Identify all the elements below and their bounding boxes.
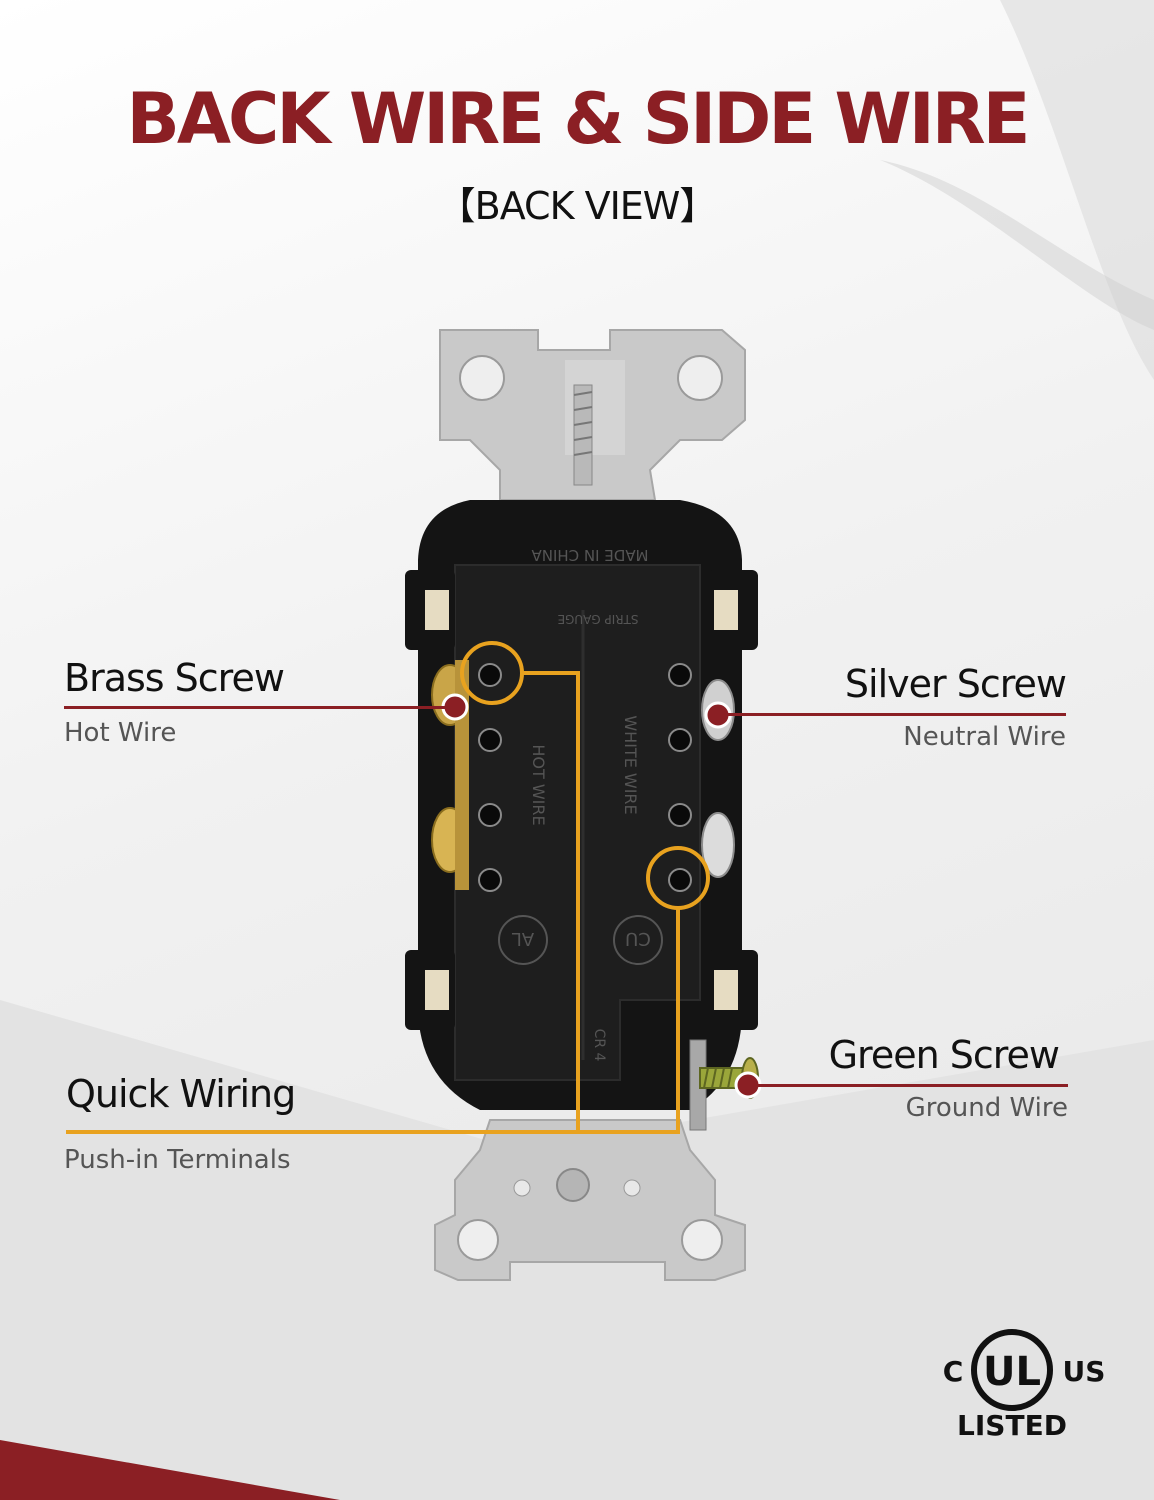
ground-wire-label: Ground Wire xyxy=(905,1093,1068,1123)
strip-gauge-marking: STRIP GAUGE xyxy=(557,612,638,626)
hot-wire-label: Hot Wire xyxy=(64,718,177,748)
molded-markings: MADE IN CHINA STRIP GAUGE HOT WIRE WHITE… xyxy=(498,546,663,1062)
push-in-holes xyxy=(478,663,692,892)
page-title: BACK WIRE & SIDE WIRE xyxy=(126,78,1030,160)
top-mounting-strap xyxy=(439,329,746,501)
quick-wiring-label: Quick Wiring xyxy=(66,1072,296,1116)
ul-mark-listed: LISTED xyxy=(957,1409,1067,1442)
quick-wiring-indicators xyxy=(460,641,710,1132)
white-wire-marking: WHITE WIRE xyxy=(621,715,640,814)
cu-marking: CU xyxy=(625,928,651,949)
push-in-terminals-label: Push-in Terminals xyxy=(64,1145,291,1175)
hot-wire-marking: HOT WIRE xyxy=(529,744,548,825)
silver-screw-label: Silver Screw xyxy=(844,662,1067,706)
made-in-marking: MADE IN CHINA xyxy=(531,546,649,564)
ul-mark-center: UL xyxy=(983,1349,1041,1395)
brass-screw-label: Brass Screw xyxy=(64,656,285,700)
green-screw-label: Green Screw xyxy=(828,1033,1060,1077)
page-subtitle: 【BACK VIEW】 xyxy=(437,184,718,228)
neutral-wire-label: Neutral Wire xyxy=(903,722,1066,752)
al-marking: AL xyxy=(512,928,534,949)
bottom-mounting-strap xyxy=(434,1119,746,1281)
quick-wiring-leader xyxy=(66,1130,680,1134)
cr-marking: CR 4 xyxy=(591,1029,607,1062)
green-screw-leader xyxy=(748,1084,1068,1087)
brass-screw-leader xyxy=(64,706,455,709)
ul-mark-right: US xyxy=(1063,1355,1106,1388)
ul-listed-logo: UL C US LISTED xyxy=(943,1329,1106,1442)
silver-screw-leader xyxy=(718,713,1066,716)
ul-mark-left: C xyxy=(943,1355,964,1388)
